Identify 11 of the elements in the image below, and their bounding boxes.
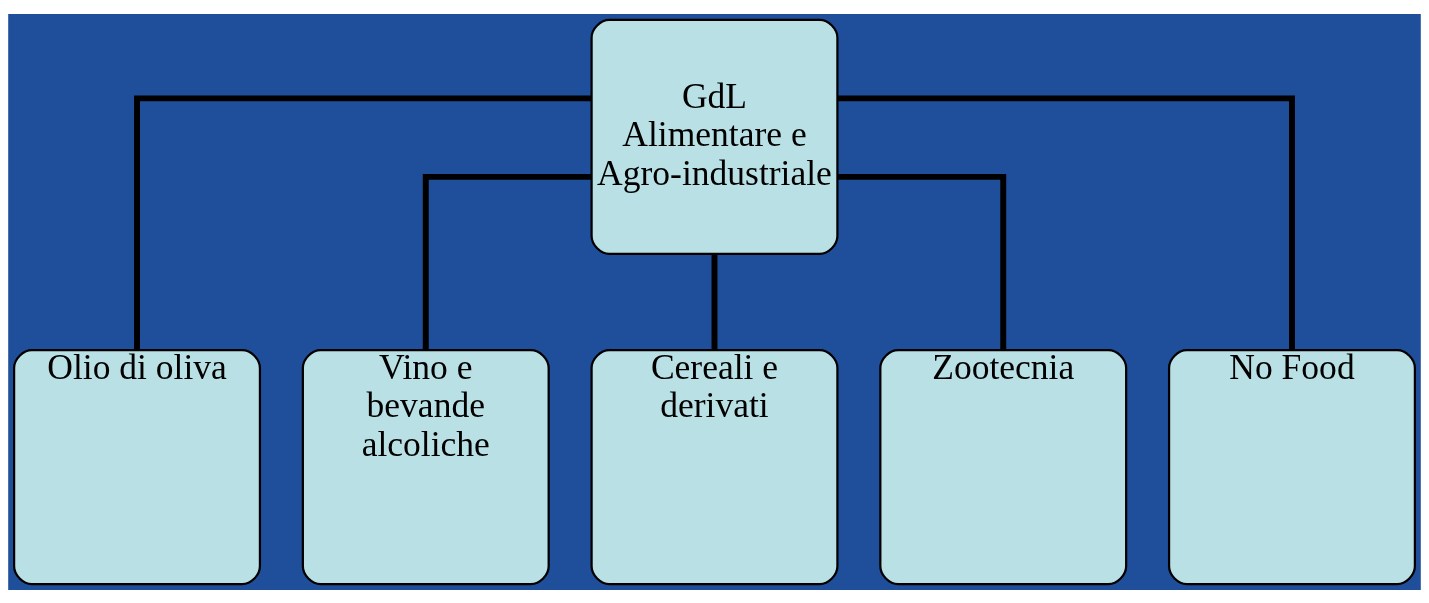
connector <box>422 173 592 350</box>
connector <box>837 94 1295 350</box>
connector <box>837 173 1007 350</box>
node-box: Vino e bevande alcoliche <box>301 348 550 585</box>
node-box: Olio di oliva <box>13 348 262 585</box>
node-box: Cereali e derivati <box>590 348 839 585</box>
connector <box>711 253 718 350</box>
node-box: No Food <box>1167 348 1416 585</box>
connector <box>134 94 592 350</box>
node-box: GdL Alimentare e Agro-industriale <box>590 18 839 255</box>
node-box: Zootecnia <box>879 348 1128 585</box>
